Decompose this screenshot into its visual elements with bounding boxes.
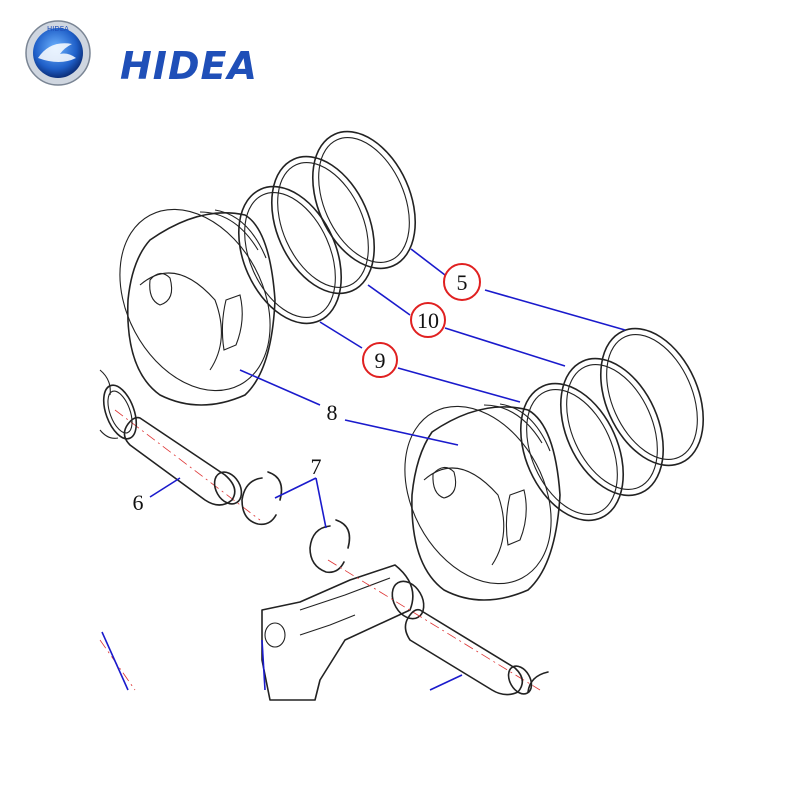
leader-bottom-right bbox=[429, 674, 463, 691]
snap-clip-upper-end bbox=[267, 471, 283, 501]
upper-piston bbox=[119, 208, 276, 406]
leader-6 bbox=[149, 477, 181, 498]
leader-bottom-mid bbox=[261, 639, 266, 691]
lower-ring-10 bbox=[559, 357, 665, 497]
callout-5-label: 5 bbox=[457, 270, 468, 295]
leader-bottom-left bbox=[101, 631, 129, 691]
callout-9-highlight bbox=[362, 342, 398, 378]
lower-right-clip bbox=[527, 671, 549, 693]
lower-piston-pin bbox=[404, 608, 533, 696]
callout-9-label: 9 bbox=[375, 348, 386, 373]
leader-7-a bbox=[274, 477, 317, 499]
snap-clip-upper bbox=[241, 477, 277, 526]
callout-7-label: 7 bbox=[311, 454, 322, 479]
upper-ring-5 bbox=[311, 130, 417, 270]
callout-10-highlight bbox=[410, 302, 446, 338]
piston-pin-6 bbox=[123, 416, 243, 506]
leader-9-upper bbox=[319, 321, 363, 349]
leader-10-lower bbox=[444, 327, 566, 367]
callout-6-label: 6 bbox=[133, 490, 144, 515]
leader-lines bbox=[101, 248, 626, 691]
leader-10-upper bbox=[367, 284, 411, 316]
snap-clip-lower bbox=[309, 525, 345, 574]
callout-5-highlight bbox=[443, 263, 481, 301]
lower-ring-9 bbox=[519, 382, 625, 522]
partial-outline-left bbox=[99, 369, 119, 439]
leader-9-lower bbox=[397, 367, 521, 403]
left-small-ring bbox=[102, 384, 138, 440]
lower-ring-5 bbox=[599, 327, 705, 467]
callout-10: 10 bbox=[410, 302, 446, 338]
rod-centerline bbox=[327, 559, 541, 691]
callout-9: 9 bbox=[362, 342, 398, 378]
lower-piston bbox=[404, 403, 561, 601]
leader-5-lower bbox=[484, 289, 626, 331]
callout-5: 5 bbox=[443, 263, 481, 301]
brand-logo: HIDEA HIDEA bbox=[20, 18, 280, 88]
upper-ring-10 bbox=[270, 155, 376, 295]
leader-5-upper bbox=[410, 248, 446, 276]
callout-10-label: 10 bbox=[417, 308, 439, 333]
callout-8-label: 8 bbox=[327, 400, 338, 425]
seal-text: HIDEA bbox=[47, 25, 69, 33]
fish-seal-logo-icon: HIDEA bbox=[25, 20, 91, 86]
brand-name: HIDEA bbox=[120, 44, 258, 88]
leader-7-b bbox=[315, 477, 327, 529]
leader-8-upper bbox=[239, 369, 321, 406]
upper-ring-9 bbox=[237, 185, 343, 325]
snap-clip-lower-end bbox=[335, 519, 351, 549]
leader-8-lower bbox=[344, 419, 459, 446]
connecting-rod bbox=[261, 564, 425, 701]
